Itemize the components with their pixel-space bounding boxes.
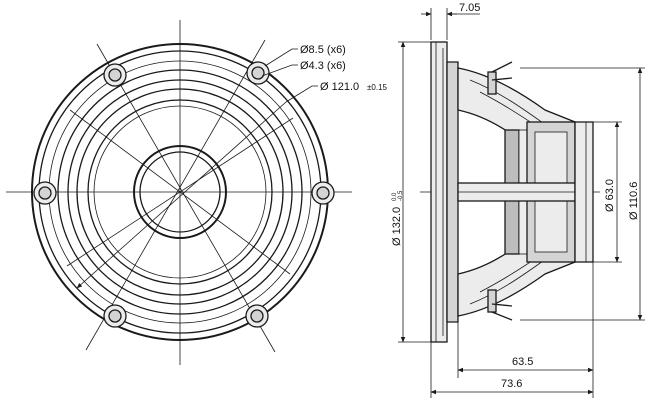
outer-diameter-label: Ø 132.0 <box>391 207 403 246</box>
surround-outer <box>76 88 284 296</box>
cone-outer <box>93 105 267 279</box>
mounting-hole-2 <box>246 61 270 85</box>
dust-cap-outer <box>133 145 227 239</box>
depth-inner-label: 63.5 <box>512 356 533 368</box>
leader-hole-inner <box>261 64 298 77</box>
radial-line-1 <box>96 43 276 353</box>
frame-ring-4 <box>67 79 293 305</box>
bolt-circle-tolerance: ±0.15 <box>367 83 388 92</box>
magnet-diameter-label: Ø 63.0 <box>604 179 616 212</box>
mounting-hole-6 <box>245 304 269 328</box>
terminal-top <box>487 61 513 95</box>
bolt-circle-dim-arrow <box>76 101 287 289</box>
mounting-hole-3 <box>33 181 57 205</box>
frame-ring-3 <box>57 69 303 315</box>
bolt-circle-label: Ø 121.0 <box>320 81 359 93</box>
side-surround <box>446 61 459 323</box>
radial-line-4 <box>66 117 294 267</box>
rear-diameter-label: Ø 110.6 <box>628 182 640 220</box>
front-view: Ø8.5 (x6) Ø4.3 (x6) Ø 121.0 ±0.15 <box>6 20 388 365</box>
side-flange <box>430 41 448 343</box>
flange-thickness-label: 7.05 <box>459 2 480 14</box>
outer-diameter-tol-upper: 0.0 <box>392 192 398 201</box>
rear-plate <box>574 121 594 263</box>
outer-diameter-tol-lower: -0.5 <box>398 190 404 201</box>
mounting-hole-1 <box>103 63 127 87</box>
hole-outer-label: Ø8.5 (x6) <box>300 44 346 56</box>
terminal-bottom <box>487 289 513 321</box>
mounting-hole-5 <box>103 304 127 328</box>
dust-cap-inner <box>139 151 221 233</box>
surround-inner <box>87 99 273 285</box>
hole-inner-label: Ø4.3 (x6) <box>300 60 346 72</box>
side-view: 7.05 Ø 132.0 0.0 -0.5 Ø 63.0 Ø 110.6 <box>391 2 645 398</box>
leader-hole-outer <box>264 48 298 67</box>
depth-total-label: 73.6 <box>501 378 522 390</box>
mounting-hole-4 <box>311 181 335 205</box>
leader-bolt-circle <box>285 85 318 103</box>
